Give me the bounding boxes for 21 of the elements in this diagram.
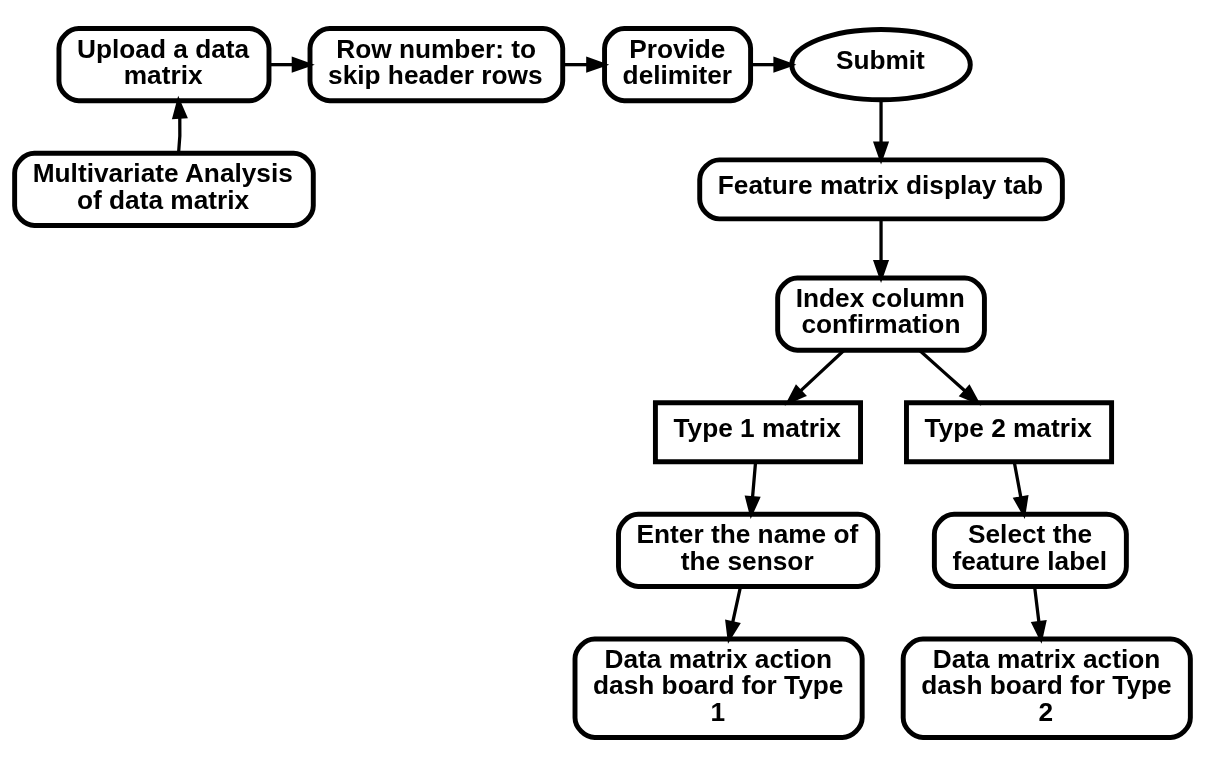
node-box: Provide delimiter	[602, 25, 754, 103]
arrow	[744, 461, 761, 519]
node-box: Enter the name of the sensor	[616, 511, 881, 589]
node-box: Row number: to skip header rows	[307, 25, 566, 103]
arrow	[171, 95, 188, 153]
node-box: Multivariate Analysis of data matrix	[12, 150, 316, 228]
node-box: Index column confirmation	[775, 275, 987, 353]
node-box: Data matrix action dash board for Type 2	[900, 636, 1193, 740]
node-box: Select the feature label	[931, 511, 1129, 589]
node-ellipse: Submit	[789, 26, 973, 102]
node-box: Upload a data matrix	[56, 25, 272, 103]
arrow	[750, 56, 797, 73]
arrow	[1012, 461, 1029, 519]
node-box: Type 1 matrix	[652, 399, 863, 464]
arrow	[873, 99, 890, 164]
arrow	[563, 56, 610, 73]
node-box: Feature matrix display tab	[697, 156, 1065, 221]
node-box: Type 2 matrix	[904, 399, 1115, 464]
arrow	[873, 218, 890, 283]
node-box: Data matrix action dash board for Type 1	[572, 636, 865, 740]
arrow	[269, 56, 315, 73]
